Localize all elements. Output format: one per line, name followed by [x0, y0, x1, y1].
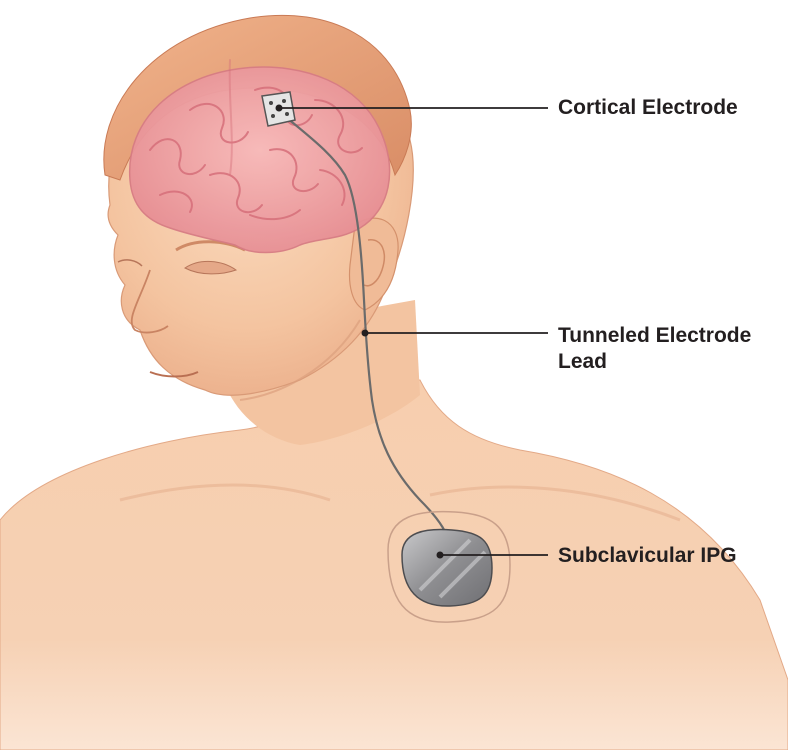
label-subclavicular-ipg: Subclavicular IPG [558, 543, 737, 569]
callout-dot-lead [362, 330, 369, 337]
callout-dot-cortical [276, 105, 283, 112]
ipg-device [402, 530, 492, 606]
label-tunneled-line2: Lead [558, 349, 751, 375]
callout-dot-ipg [437, 552, 444, 559]
ear [350, 218, 399, 310]
label-cortical-electrode: Cortical Electrode [558, 95, 738, 121]
label-tunneled-line1: Tunneled Electrode [558, 323, 751, 349]
label-tunneled-electrode-lead: Tunneled Electrode Lead [558, 323, 751, 375]
